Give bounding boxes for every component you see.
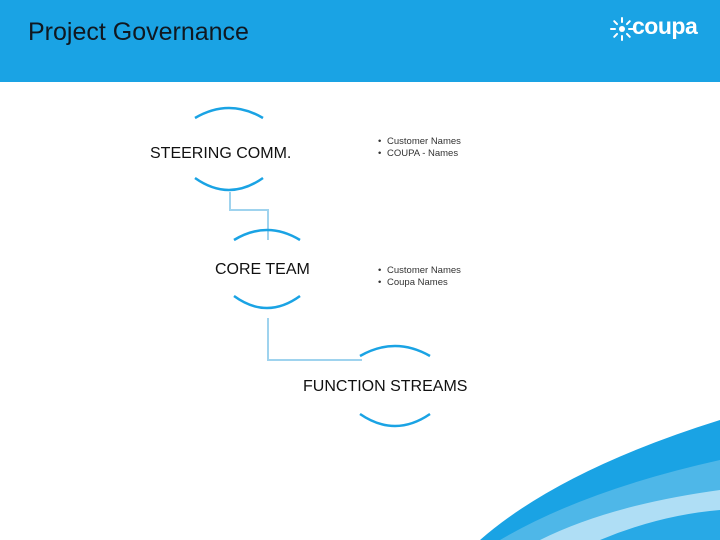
slide: Project Governance coupa <box>0 0 720 540</box>
decorative-swoosh <box>0 0 720 540</box>
